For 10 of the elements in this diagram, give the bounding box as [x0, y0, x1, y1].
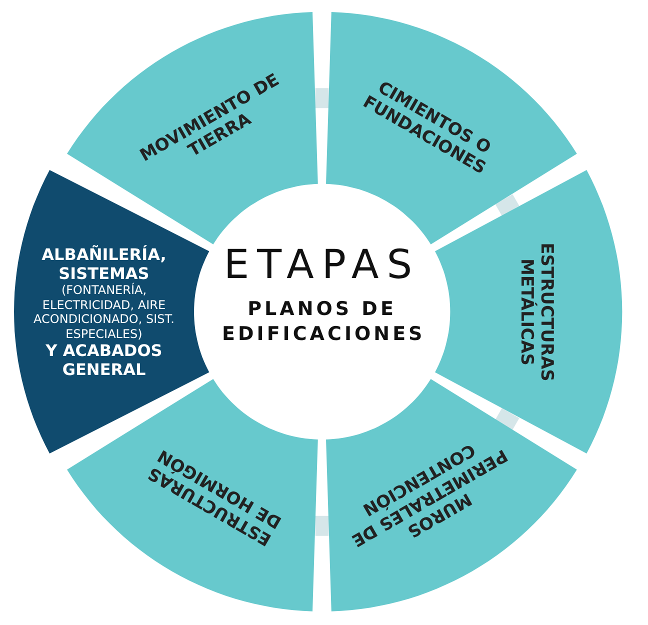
segment-label: Y ACABADOS GENERAL: [44, 340, 164, 380]
title: ETAPAS: [222, 242, 422, 288]
connector-bar: [495, 408, 520, 430]
connector-bar: [495, 194, 520, 216]
segment-label: ESTRUCTURAS METÁLICAS: [516, 242, 556, 384]
connector-bar: [315, 516, 329, 536]
segment-label: (FONTANERÍA, ELECTRICIDAD, AIRE ACONDICIONADO, SIST. ESPECIALES): [32, 283, 176, 341]
subtitle: PLANOS DE EDIFICACIONES: [222, 297, 422, 346]
connector-bar: [315, 88, 329, 108]
segment-label: ALBAÑILERÍA, SISTEMAS: [40, 244, 168, 284]
